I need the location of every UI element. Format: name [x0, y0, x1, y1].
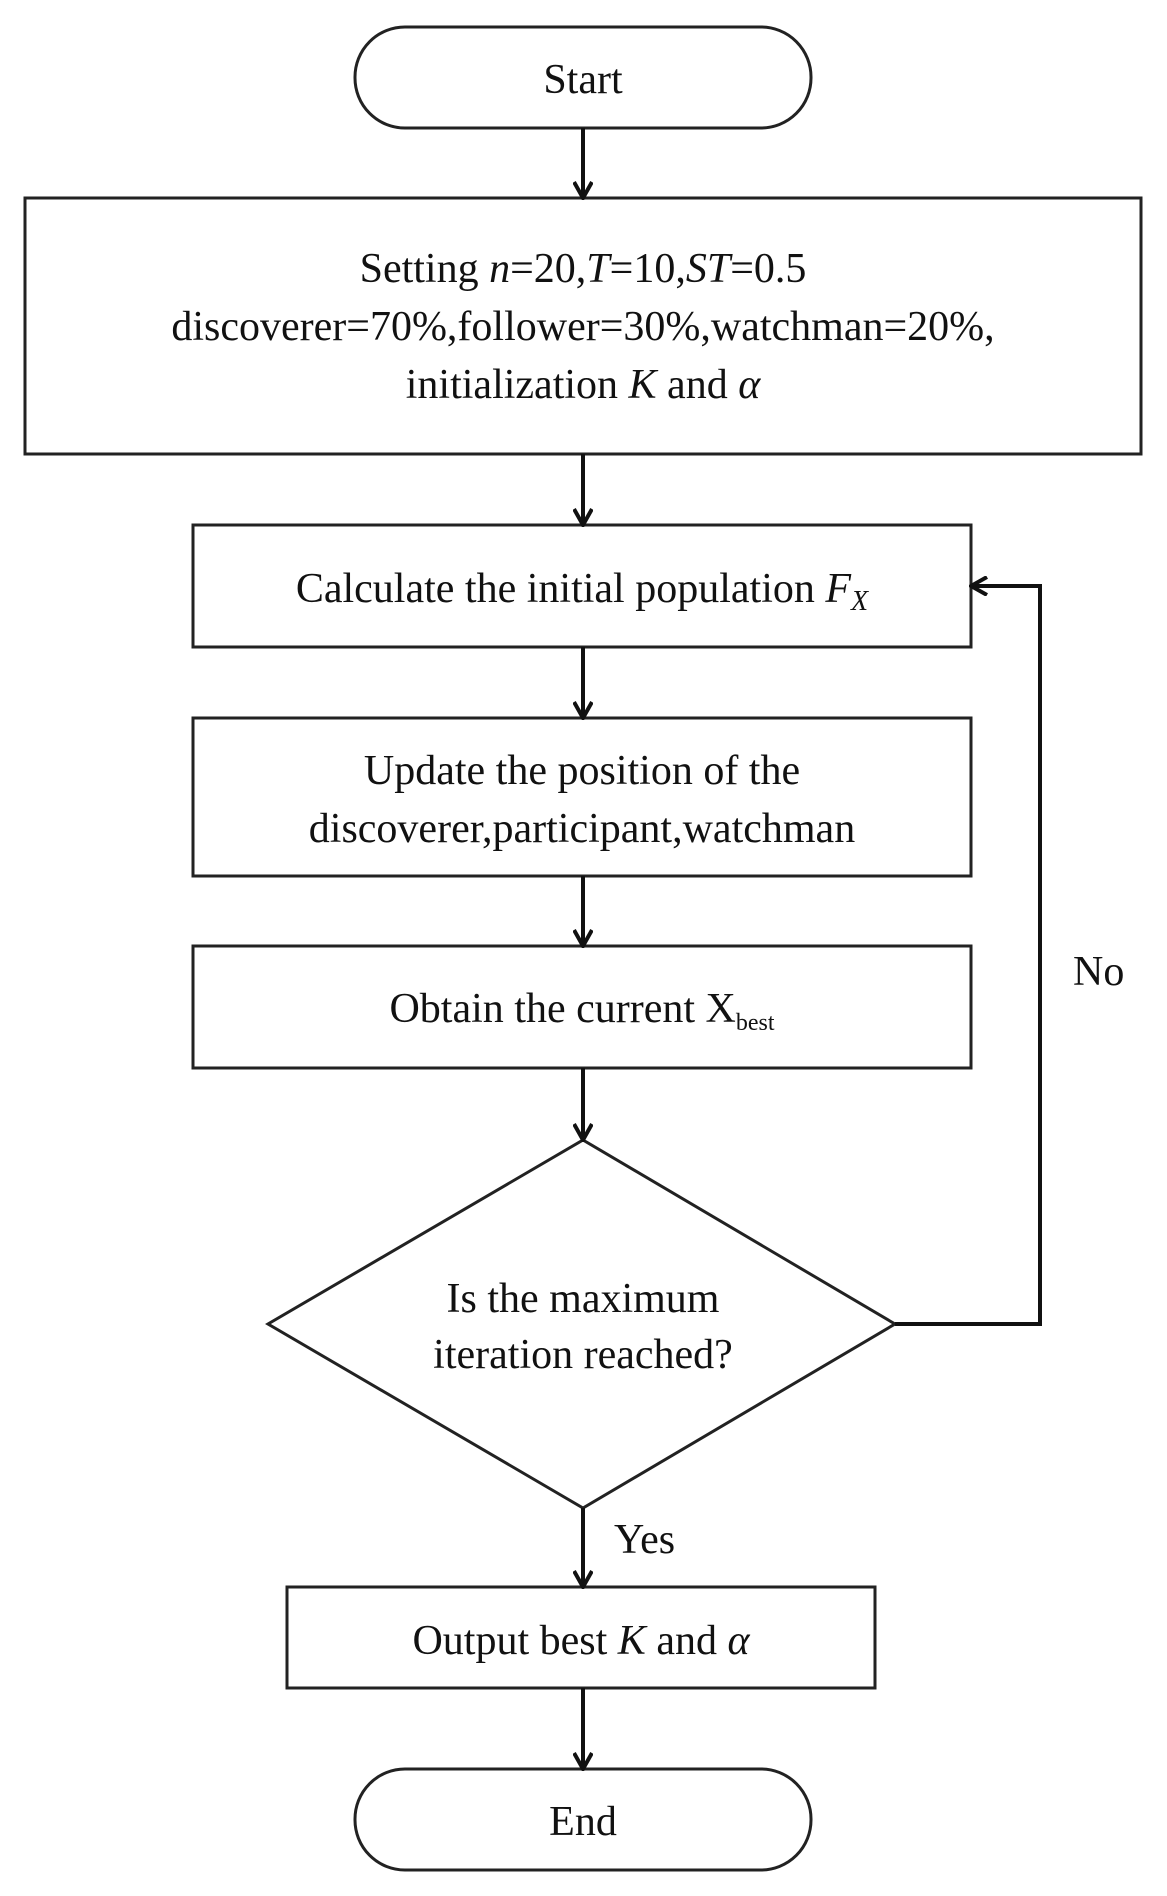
calculate-label: Calculate the initial population FX: [296, 566, 869, 617]
decision-line-1: Is the maximum: [447, 1276, 720, 1322]
obtain-label: Obtain the current Xbest: [389, 986, 774, 1036]
yes-label: Yes: [614, 1517, 675, 1563]
update-node: Update the position of the discoverer,pa…: [191, 716, 973, 878]
end-label: End: [549, 1799, 617, 1845]
output-label: Output best K and α: [412, 1618, 750, 1664]
end-node: End: [353, 1767, 813, 1872]
start-label: Start: [543, 57, 623, 103]
no-label: No: [1073, 949, 1124, 995]
update-line-1: Update the position of the: [364, 748, 800, 794]
output-node: Output best K and α: [285, 1585, 877, 1690]
setup-node: Setting n=20,T=10,ST=0.5 discoverer=70%,…: [23, 196, 1143, 456]
decision-node: Is the maximum iteration reached?: [265, 1138, 898, 1510]
setup-line-3: initialization K and α: [406, 362, 761, 408]
setup-line-1: Setting n=20,T=10,ST=0.5: [360, 246, 807, 292]
update-line-2: discoverer,participant,watchman: [309, 806, 855, 852]
decision-line-2: iteration reached?: [433, 1332, 733, 1378]
setup-line-2: discoverer=70%,follower=30%,watchman=20%…: [171, 304, 994, 350]
calculate-node: Calculate the initial population FX: [191, 523, 973, 649]
obtain-node: Obtain the current Xbest: [191, 944, 973, 1070]
arrow-no-loop-back: [895, 586, 1042, 1326]
start-node: Start: [353, 25, 813, 130]
